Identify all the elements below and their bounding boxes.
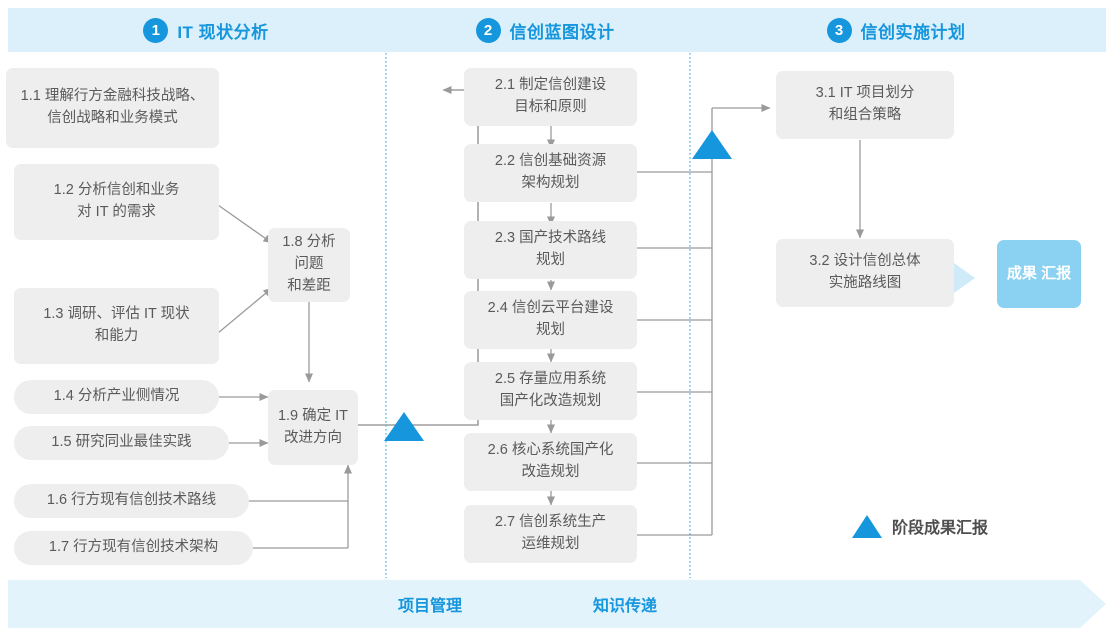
- node-1-3[interactable]: 1.3 调研、评估 IT 现状 和能力: [14, 288, 219, 364]
- node-2-2[interactable]: 2.2 信创基础资源 架构规划: [464, 144, 637, 202]
- node-2-5-line2: 国产化改造规划: [499, 393, 602, 409]
- node-2-1-line1: 2.1 制定信创建设: [494, 77, 607, 94]
- phase-number-2: 2: [475, 17, 501, 43]
- node-2-4-line1: 2.4 信创云平台建设: [487, 300, 614, 317]
- triangle-up-icon: [852, 514, 882, 538]
- node-2-6-line1: 2.6 核心系统国产化: [487, 442, 614, 459]
- node-1-4-line1: 1.4 分析产业侧情况: [53, 388, 180, 405]
- node-2-5-line1: 2.5 存量应用系统: [494, 371, 607, 388]
- node-3-1[interactable]: 3.1 IT 项目划分 和组合策略: [776, 71, 954, 139]
- node-2-3[interactable]: 2.3 国产技术路线 规划: [464, 221, 637, 279]
- node-3-2-line1: 3.2 设计信创总体: [809, 253, 921, 270]
- milestone-triangle-2: [692, 130, 732, 159]
- node-1-7[interactable]: 1.7 行方现有信创技术架构: [14, 531, 253, 565]
- result-line1: 成果: [1006, 265, 1037, 283]
- node-1-8[interactable]: 1.8 分析问题 和差距: [268, 228, 350, 302]
- phase-number-3: 3: [826, 17, 852, 43]
- node-2-7-line2: 运维规划: [521, 536, 580, 552]
- node-2-7[interactable]: 2.7 信创系统生产 运维规划: [464, 505, 637, 563]
- node-1-3-line2: 和能力: [94, 328, 139, 344]
- phase-header-2[interactable]: 2 信创蓝图设计: [392, 8, 698, 52]
- footer-band-shape: [8, 580, 1106, 628]
- result-line2: 汇报: [1041, 265, 1072, 283]
- node-1-2-line2: 对 IT 的需求: [77, 204, 156, 220]
- node-1-7-line1: 1.7 行方现有信创技术架构: [48, 539, 219, 556]
- node-1-6[interactable]: 1.6 行方现有信创技术路线: [14, 484, 249, 518]
- node-2-5[interactable]: 2.5 存量应用系统 国产化改造规划: [464, 362, 637, 420]
- footer-label-project-management: 项目管理: [398, 598, 463, 615]
- phase-header-3[interactable]: 3 信创实施计划: [686, 8, 1106, 52]
- node-1-2[interactable]: 1.2 分析信创和业务 对 IT 的需求: [14, 164, 219, 240]
- node-3-2[interactable]: 3.2 设计信创总体 实施路线图: [776, 239, 954, 307]
- node-1-2-line1: 1.2 分析信创和业务: [53, 182, 180, 199]
- node-2-2-line1: 2.2 信创基础资源: [494, 153, 607, 170]
- phase-label-3: 信创实施计划: [860, 22, 966, 42]
- node-2-6-line2: 改造规划: [521, 464, 580, 480]
- node-2-1-line2: 目标和原则: [514, 99, 587, 115]
- node-1-6-line1: 1.6 行方现有信创技术路线: [46, 492, 217, 509]
- legend: 阶段成果汇报: [852, 514, 988, 538]
- node-1-5[interactable]: 1.5 研究同业最佳实践: [14, 426, 229, 460]
- node-3-2-line2: 实施路线图: [828, 275, 902, 291]
- result-chip[interactable]: 成果 汇报: [997, 240, 1081, 308]
- footer-label-knowledge-transfer: 知识传递: [593, 598, 658, 615]
- node-2-7-line1: 2.7 信创系统生产: [494, 514, 607, 531]
- node-1-8-line2: 和差距: [287, 277, 331, 294]
- node-2-1[interactable]: 2.1 制定信创建设 目标和原则: [464, 68, 637, 126]
- node-3-1-line1: 3.1 IT 项目划分: [815, 85, 915, 102]
- phase-label-1: IT 现状分析: [177, 22, 269, 42]
- node-1-4[interactable]: 1.4 分析产业侧情况: [14, 380, 219, 414]
- node-2-2-line2: 架构规划: [521, 175, 580, 191]
- node-1-5-line1: 1.5 研究同业最佳实践: [51, 434, 192, 451]
- node-1-1-line2: 信创战略和业务模式: [47, 110, 178, 126]
- node-1-3-line1: 1.3 调研、评估 IT 现状: [43, 306, 190, 323]
- phase-label-2: 信创蓝图设计: [509, 22, 615, 42]
- node-2-6[interactable]: 2.6 核心系统国产化 改造规划: [464, 433, 637, 491]
- phase-header-1[interactable]: 1 IT 现状分析: [8, 8, 404, 52]
- legend-label: 阶段成果汇报: [892, 520, 989, 537]
- node-1-9-line1: 1.9 确定 IT: [277, 407, 349, 424]
- node-1-9[interactable]: 1.9 确定 IT 改进方向: [268, 390, 358, 465]
- node-2-4-line2: 规划: [536, 322, 565, 338]
- milestone-triangle-1: [384, 412, 424, 441]
- phase-number-1: 1: [143, 17, 169, 43]
- node-3-1-line2: 和组合策略: [828, 107, 902, 123]
- node-2-3-line1: 2.3 国产技术路线: [494, 230, 607, 247]
- node-1-8-line1: 1.8 分析问题: [282, 234, 336, 273]
- node-1-1-line1: 1.1 理解行方金融科技战略、: [20, 88, 205, 105]
- node-1-1[interactable]: 1.1 理解行方金融科技战略、 信创战略和业务模式: [6, 68, 219, 148]
- node-2-3-line2: 规划: [536, 252, 565, 268]
- node-2-4[interactable]: 2.4 信创云平台建设 规划: [464, 291, 637, 349]
- node-1-9-line2: 改进方向: [283, 429, 342, 446]
